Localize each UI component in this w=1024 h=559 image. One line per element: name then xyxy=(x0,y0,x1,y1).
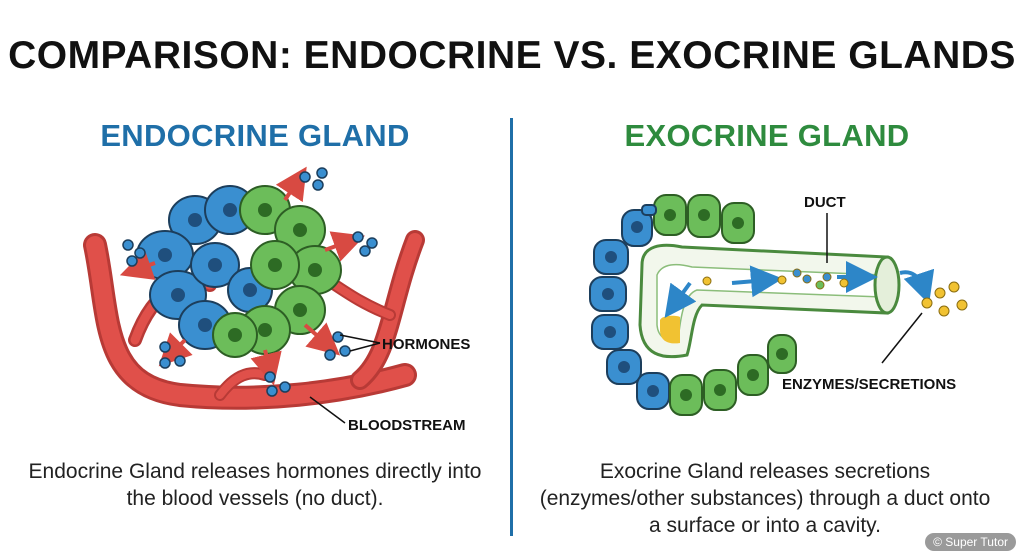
duct-label: DUCT xyxy=(804,194,846,211)
endocrine-gland-diagram: HORMONES BLOODSTREAM xyxy=(83,166,470,434)
exocrine-heading: EXOCRINE GLAND xyxy=(624,118,910,153)
bloodstream-label: BLOODSTREAM xyxy=(348,417,466,434)
exocrine-description: Exocrine Gland releases secretions (enzy… xyxy=(539,460,991,537)
endocrine-cell-cluster xyxy=(136,185,342,358)
endocrine-description: Endocrine Gland releases hormones direct… xyxy=(28,460,482,510)
exocrine-gland-diagram: DUCT ENZYMES/SECRETIONS xyxy=(589,194,968,416)
cell-nuclei xyxy=(158,203,322,342)
hormone-release-arrows xyxy=(119,166,366,386)
cell-nuclei xyxy=(602,209,788,401)
secretion-particles xyxy=(702,268,968,317)
watermark: © Super Tutor xyxy=(925,533,1016,551)
endocrine-heading: ENDOCRINE GLAND xyxy=(100,118,410,153)
page-title: COMPARISON: ENDOCRINE VS. EXOCRINE GLAND… xyxy=(8,34,1016,77)
hormone-particles xyxy=(122,167,378,397)
label-callouts xyxy=(309,334,381,424)
label-callouts xyxy=(826,213,923,364)
hormones-label: HORMONES xyxy=(382,336,470,353)
enzymes-secretions-label: ENZYMES/SECRETIONS xyxy=(782,376,956,393)
panel-divider xyxy=(510,118,513,536)
secretion-flow-arrows xyxy=(664,261,935,318)
